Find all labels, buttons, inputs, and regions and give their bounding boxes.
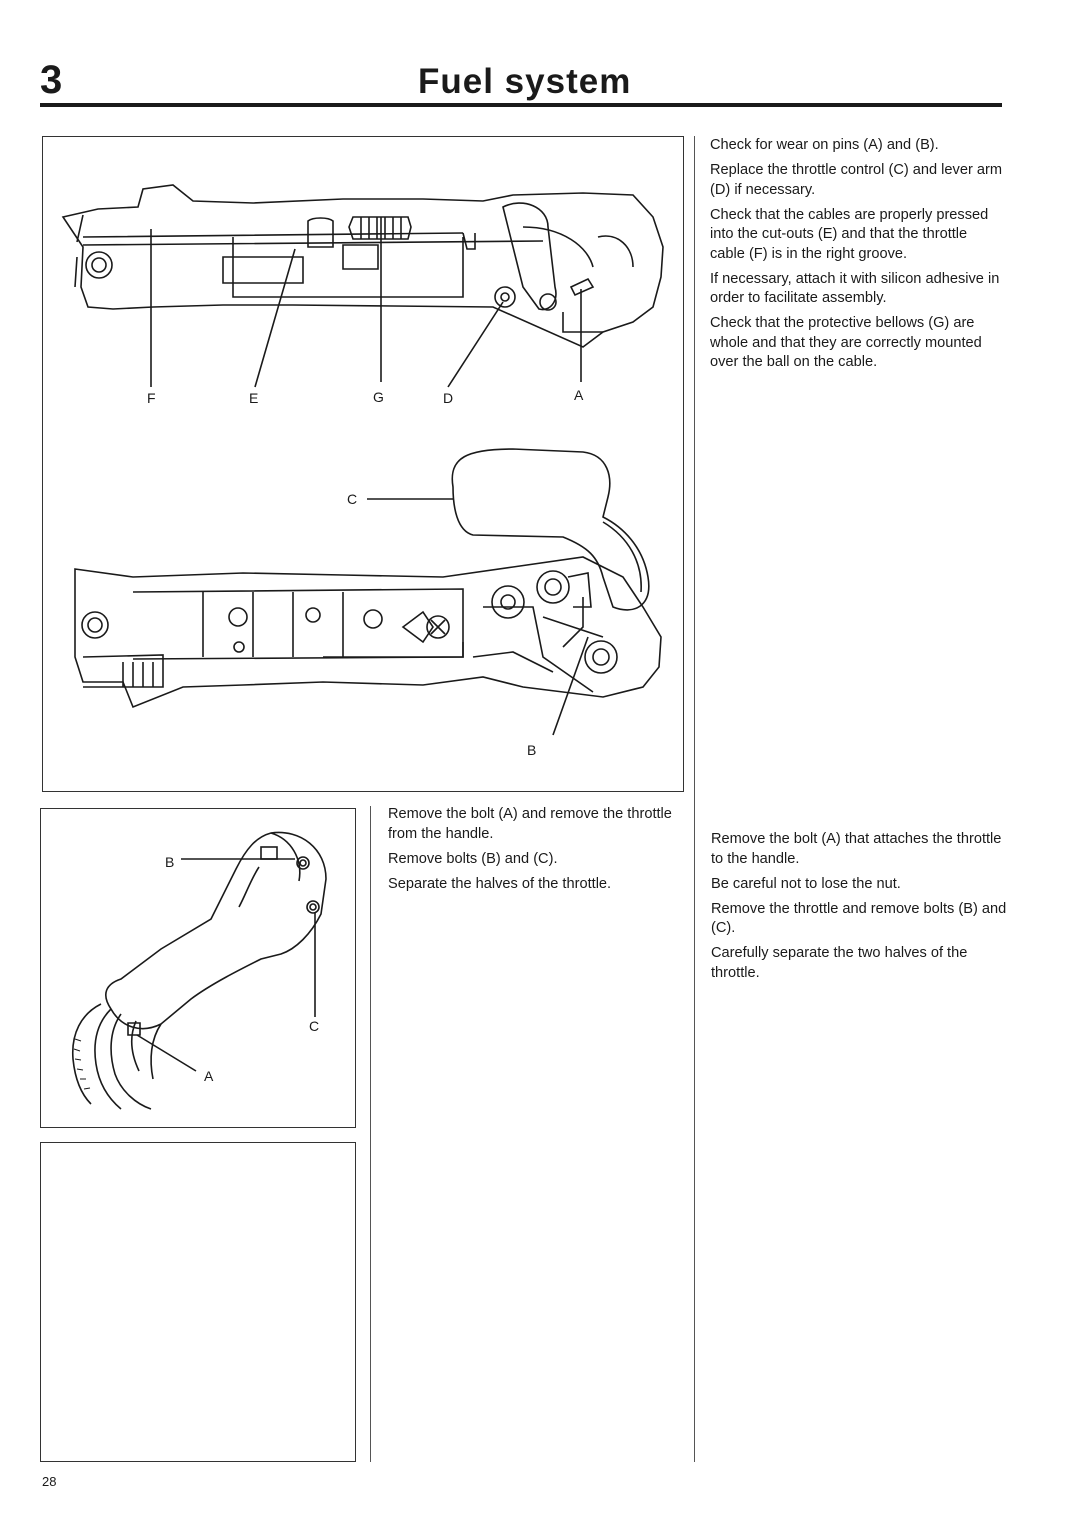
figure-panel-throttle: B C A (40, 808, 356, 1128)
callout-a-throttle: A (204, 1068, 214, 1084)
callout-e: E (249, 390, 258, 406)
callout-c-upper-figure: C (347, 491, 357, 507)
figure-panel-empty (40, 1142, 356, 1462)
throttle-illustration: B C A (71, 831, 327, 1110)
paragraph: Be careful not to lose the nut. (711, 875, 901, 892)
callout-g: G (373, 389, 384, 405)
paragraph: Check that the protective bellows (G) ar… (710, 315, 982, 370)
callout-d: D (443, 390, 453, 406)
instructions-middle: Remove the bolt (A) and remove the throt… (388, 805, 680, 900)
instructions-right-top: Check for wear on pins (A) and (B). Repl… (710, 136, 1006, 378)
callout-b-upper-figure: B (527, 742, 536, 758)
paragraph: Remove the throttle and remove bolts (B)… (711, 900, 1007, 937)
chapter-number: 3 (40, 58, 63, 102)
figure-panel-top: F E G D A (42, 136, 684, 792)
callout-a: A (574, 387, 584, 403)
paragraph: Check that the cables are properly press… (710, 206, 989, 262)
paragraph: If necessary, attach it with silicon adh… (710, 270, 1000, 307)
page-title: Fuel system (418, 62, 632, 101)
callout-b-throttle: B (165, 854, 174, 870)
title-rule (40, 103, 1002, 107)
callout-c-throttle: C (309, 1018, 319, 1034)
paragraph: Check for wear on pins (A) and (B). (710, 137, 939, 153)
instructions-right-bottom: Remove the bolt (A) that attaches the th… (711, 830, 1007, 989)
column-divider-middle (370, 806, 371, 1462)
paragraph: Remove the bolt (A) that attaches the th… (711, 831, 1002, 867)
callout-f: F (147, 390, 156, 406)
paragraph: Carefully separate the two halves of the… (711, 945, 968, 981)
paragraph: Remove the bolt (A) and remove the throt… (388, 806, 672, 842)
handle-assembly-illustration: F E G D A (61, 184, 664, 758)
paragraph: Separate the halves of the throttle. (388, 875, 612, 892)
column-divider-right (694, 136, 695, 1462)
page-number: 28 (42, 1474, 57, 1489)
paragraph: Remove bolts (B) and (C). (388, 850, 558, 867)
paragraph: Replace the throttle control (C) and lev… (710, 162, 1003, 198)
